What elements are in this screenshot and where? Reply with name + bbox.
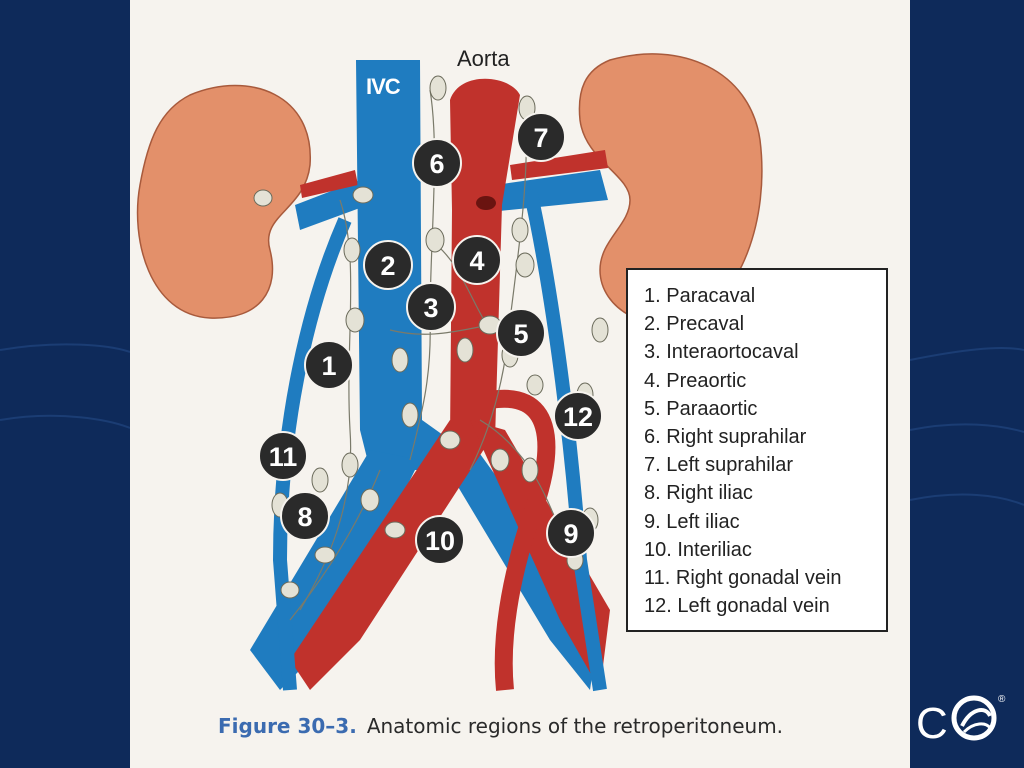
- region-badge-3: 3: [406, 282, 456, 332]
- region-badge-5: 5: [496, 308, 546, 358]
- brand-logo-icon: C ®: [916, 694, 1006, 748]
- legend-item-3: 3. Interaortocaval: [644, 341, 799, 364]
- legend-item-11: 11. Right gonadal vein: [644, 567, 842, 590]
- region-badge-9: 9: [546, 508, 596, 558]
- legend-item-9: 9. Left iliac: [644, 510, 740, 533]
- ivc-label: IVC: [366, 74, 401, 99]
- right-renal-vein: [295, 180, 368, 230]
- figure-caption: Figure 30–3. Anatomic regions of the retr…: [218, 714, 783, 738]
- left-iliac-artery: [470, 420, 610, 690]
- region-badge-10: 10: [415, 515, 465, 565]
- svg-text:10: 10: [425, 526, 455, 556]
- retroperitoneum-diagram: 1 2 3 4 5 6 7 8 9 10 11 12: [136, 53, 763, 692]
- legend-item-6: 6. Right suprahilar: [644, 426, 807, 449]
- region-badge-8: 8: [280, 491, 330, 541]
- right-iliac-vein: [250, 450, 420, 690]
- right-kidney: [136, 84, 311, 319]
- figure-number: Figure 30–3.: [218, 714, 357, 738]
- svg-text:2: 2: [380, 251, 395, 281]
- legend-item-7: 7. Left suprahilar: [644, 454, 793, 477]
- left-kidney: [578, 53, 763, 326]
- legend-item-4: 4. Preaortic: [644, 369, 747, 392]
- legend-item-1: 1. Paracaval: [644, 285, 756, 307]
- caption-text: Anatomic regions of the retroperitoneum.: [366, 714, 784, 738]
- region-badge-1: 1: [304, 340, 354, 390]
- left-renal-artery: [510, 150, 608, 180]
- svg-text:5: 5: [513, 319, 528, 349]
- svg-text:4: 4: [469, 246, 484, 276]
- legend-item-8: 8. Right iliac: [644, 482, 753, 505]
- svg-text:6: 6: [429, 149, 444, 179]
- right-renal-artery: [300, 170, 358, 198]
- legend-item-2: 2. Precaval: [644, 313, 745, 336]
- right-iliac-artery: [290, 420, 490, 690]
- left-ovarian-artery: [488, 389, 556, 691]
- legend-box: 1. Paracaval 2. Precaval 3. Interaortoca…: [626, 268, 888, 632]
- svg-text:9: 9: [563, 519, 578, 549]
- legend-item-5: 5. Paraaortic: [644, 397, 758, 420]
- svg-text:7: 7: [533, 123, 548, 153]
- region-badge-6: 6: [412, 138, 462, 188]
- svg-text:12: 12: [563, 402, 593, 432]
- region-badge-7: 7: [516, 112, 566, 162]
- svg-text:11: 11: [269, 442, 298, 472]
- legend-item-10: 10. Interiliac: [644, 538, 752, 561]
- region-badge-2: 2: [363, 240, 413, 290]
- svg-text:1: 1: [321, 351, 336, 381]
- aorta-label: Aorta: [457, 46, 510, 71]
- aorta-cut-end: [476, 196, 496, 210]
- right-gonadal-vein: [272, 217, 352, 691]
- svg-text:®: ®: [998, 694, 1006, 705]
- svg-text:8: 8: [297, 502, 312, 532]
- region-badge-4: 4: [452, 235, 502, 285]
- figure-page: 1 2 3 4 5 6 7 8 9 10 11 12 Aorta IVC 1. …: [130, 0, 910, 768]
- svg-text:3: 3: [423, 293, 438, 323]
- legend-item-12: 12. Left gonadal vein: [644, 595, 830, 618]
- region-badge-12: 12: [553, 391, 603, 441]
- region-badge-11: 11: [258, 431, 308, 481]
- svg-text:C: C: [916, 699, 948, 748]
